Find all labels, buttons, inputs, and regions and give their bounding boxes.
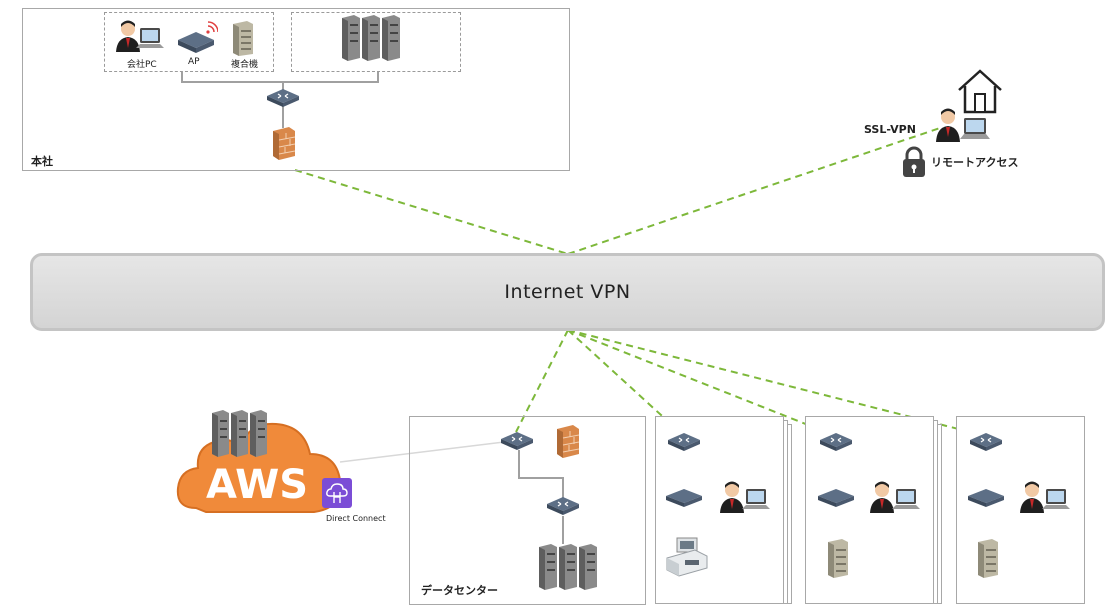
branch-2-switch-icon [818, 489, 854, 507]
hq-label: 本社 [31, 155, 53, 168]
ssl-vpn-label: SSL-VPN [864, 123, 916, 136]
hq-servers-icon [342, 15, 400, 61]
branch-1-switch-icon [666, 489, 702, 507]
lock-icon [903, 146, 925, 177]
vpn-link-hq [294, 169, 569, 255]
hq-site-box [22, 8, 570, 171]
remote-user-icon [936, 108, 990, 142]
ap-label: AP [188, 57, 200, 67]
branch-2-mfp-icon [828, 539, 848, 578]
vpn-link-branch-1 [567, 329, 685, 437]
branch-2-router-icon [820, 433, 852, 451]
dc-router-bottom-icon [547, 497, 579, 515]
branch-3-user-icon [1020, 481, 1070, 513]
dc-firewall-icon [557, 425, 580, 458]
hq-client-group [104, 12, 274, 72]
internet-vpn-bar: Internet VPN [30, 253, 1105, 331]
remote-access-label: リモートアクセス [931, 156, 1019, 169]
direct-connect-label: Direct Connect [326, 514, 386, 523]
dc-servers-icon [539, 544, 597, 590]
branch-2-box [805, 416, 934, 604]
branch-1-router-icon [668, 433, 700, 451]
vpn-link-remote [567, 127, 941, 255]
aws-label: AWS [206, 462, 308, 508]
dc-router-top-icon [501, 432, 533, 450]
datacenter-box [409, 416, 646, 605]
branch-1-phone-icon [666, 537, 708, 577]
internet-vpn-label: Internet VPN [504, 281, 631, 303]
direct-connect-icon [322, 478, 352, 508]
mfp-label: 複合機 [231, 60, 259, 70]
vpn-link-branch-2 [567, 329, 837, 437]
branch-3-router-icon [970, 433, 1002, 451]
hq-firewall-icon [273, 127, 296, 160]
pc-user-icon [116, 20, 164, 52]
home-icon [958, 69, 1002, 114]
branch-3-switch-icon [968, 489, 1004, 507]
datacenter-label: データセンター [421, 584, 498, 597]
hq-server-group [291, 12, 461, 72]
pc-label: 会社PC [127, 60, 157, 70]
mfp-icon [233, 21, 253, 56]
branch-1-user-icon [720, 481, 770, 513]
branch-2-user-icon [870, 481, 920, 513]
aws-cloud-icon: AWS [176, 410, 342, 513]
branch-3-mfp-icon [978, 539, 998, 578]
hq-router-icon [267, 89, 299, 107]
access-point-icon [178, 21, 218, 53]
